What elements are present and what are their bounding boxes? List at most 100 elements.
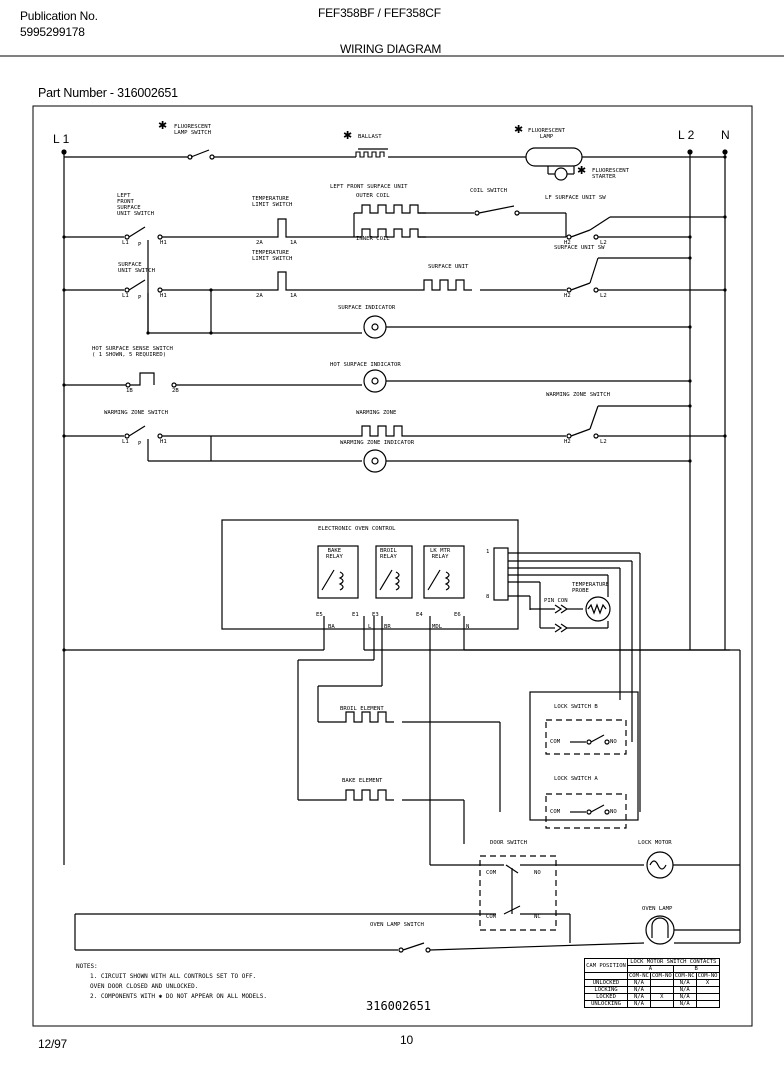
pin-label: P [138,295,142,301]
temperature-probe [585,596,611,622]
pin-label: NC [534,914,541,920]
pin-label: BR [384,624,391,630]
pin-label: H2 [564,240,571,246]
inner-coil-label: INNER COIL [356,236,390,242]
part-number: Part Number - 316002651 [38,86,178,100]
part-stamp: 316002651 [366,999,432,1013]
pin-label: NO [610,809,617,815]
lf-unit-label: LEFT FRONT SURFACE UNIT [330,184,408,190]
n-terminal-label: N [721,128,730,142]
pin-label: 1B [126,388,133,394]
warming-zone-switch-label: WARMING ZONE SWITCH [104,410,168,416]
pin-label: BA [328,624,335,630]
optional-star-icon: ✱ [158,120,168,132]
surface-indicator-lamp [363,315,387,339]
lock-switch-b-box [545,719,627,755]
column-b-header: B [672,965,720,973]
publication-label: Publication No. [20,9,98,23]
subheader: COM-NO [695,972,720,980]
l2-terminal-label: L 2 [678,128,695,142]
surface-unit-label: SURFACE UNIT [428,264,469,270]
pin-label: L2 [600,240,607,246]
notes-block: NOTES: 1. CIRCUIT SHOWN WITH ALL CONTROL… [76,963,268,1000]
lock-motor-label: LOCK MOTOR [638,840,672,846]
pin-label: L2 [600,439,607,445]
lock-relay-box [423,545,465,599]
eoc-box [221,519,519,630]
broil-relay-box [375,545,413,599]
starter-shape [554,167,568,181]
surface-indicator-label: SURFACE INDICATOR [338,305,396,311]
warming-zone-indicator-lamp [363,449,387,473]
table-row: LOCKING N/A N/A [584,986,720,994]
optional-star-icon: ✱ [577,165,587,177]
subheader: COM-NC [672,972,697,980]
pin-label: L1 [122,439,129,445]
fluorescent-lamp-shape [525,147,583,167]
lock-motor-contacts-table: CAM POSITION LOCK MOTOR SWITCH CONTACTS … [584,958,720,1008]
door-switch-box [479,855,557,931]
pin-label: N [466,624,470,630]
optional-star-icon: ✱ [514,124,524,136]
l1-terminal-label: L 1 [53,132,70,146]
subheader: COM-NC [627,972,651,980]
eoc-label: ELECTRONIC OVEN CONTROL [318,526,396,532]
broil-element-label: BROIL ELEMENT [340,706,384,712]
pin-label: NO [534,870,541,876]
pin-label: 1A [290,240,297,246]
subheader: COM-NO [649,972,674,980]
table-row: UNLOCKING N/A N/A [584,1000,720,1008]
coil-switch-label: COIL SWITCH [470,188,508,194]
pin-label: 1 [486,549,490,555]
diagram-border [32,105,753,1027]
pin-label: 8 [486,594,490,600]
probe-connector [493,547,509,601]
pin-label: 1A [290,293,297,299]
publication-number: 5995299178 [20,25,85,39]
hot-sense-switch-label: HOT SURFACE SENSE SWITCH( 1 SHOWN, 5 REQ… [92,346,173,358]
pin-label: H1 [160,439,167,445]
ballast-label: BALLAST [358,134,382,140]
pin-label: MDL [432,624,443,630]
pin-label: E5 [316,612,323,618]
pin-label: P [138,441,142,447]
warming-zone-switch-right-label: WARMING ZONE SWITCH [546,392,610,398]
hot-indicator-label: HOT SURFACE INDICATOR [330,362,401,368]
pin-label: E1 [352,612,359,618]
optional-star-icon: ✱ [343,130,353,142]
pin-label: H1 [160,293,167,299]
lf-unit-sw-label: LF SURFACE UNIT SW [545,195,606,201]
hot-surface-indicator-lamp [363,369,387,393]
pin-label: H2 [564,293,571,299]
pin-label: L [368,624,372,630]
pin-label: NO [610,739,617,745]
pin-connector-label: PIN CON [544,598,568,604]
lock-switch-outline [529,691,639,821]
table-row: UNLOCKED N/A N/A X [584,979,720,987]
oven-lamp-label: OVEN LAMP [642,906,673,912]
pin-label: COM [486,870,497,876]
warming-zone-label: WARMING ZONE [356,410,397,416]
footer-date: 12/97 [38,1037,68,1051]
lock-switch-a-box [545,793,627,829]
pin-label: 2B [172,388,179,394]
lock-switch-a-label: LOCK SWITCH A [554,776,598,782]
table-title: LOCK MOTOR SWITCH CONTACTS [627,958,720,966]
pin-label: COM [486,914,497,920]
door-switch-label: DOOR SWITCH [490,840,528,846]
pin-label: L1 [122,293,129,299]
pin-label: H1 [160,240,167,246]
bake-element-label: BAKE ELEMENT [342,778,383,784]
surface-unit-sw-label: SURFACE UNIT SW [554,245,605,251]
pin-label: 2A [256,293,263,299]
